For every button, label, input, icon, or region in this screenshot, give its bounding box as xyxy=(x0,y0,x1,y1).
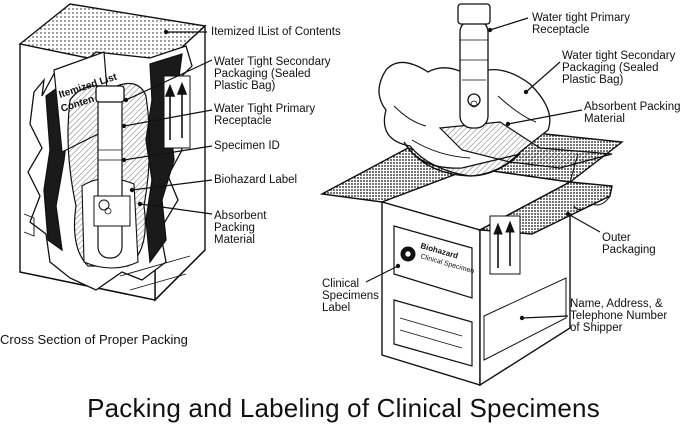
right-box-labels xyxy=(393,215,567,367)
label-biohazard: Biohazard Label xyxy=(214,174,298,186)
left-front-lines xyxy=(23,213,191,291)
label-absorbent-right: Absorbent Packing Material xyxy=(584,101,681,125)
label-secondary-packaging-left: Water Tight Secondary Packaging (Sealed … xyxy=(214,56,331,92)
label-secondary-packaging-right: Water tight Secondary Packaging (Sealed … xyxy=(562,50,676,86)
label-itemized-list: Itemized IList of Contents xyxy=(211,26,341,38)
label-primary-receptacle-right: Water tight Primary Receptacle xyxy=(532,12,630,36)
caption-cross-section: Cross Section of Proper Packing xyxy=(0,332,188,347)
orientation-arrows-left xyxy=(163,75,191,149)
leader-lines xyxy=(121,17,601,321)
primary-tube-right xyxy=(457,3,491,129)
label-shipper-info: Name, Address, & Telephone Number of Shi… xyxy=(570,298,668,334)
absorbent-pad-right xyxy=(438,121,613,169)
diagram-title: Packing and Labeling of Clinical Specime… xyxy=(87,393,600,423)
label-outer-packaging: Outer Packaging xyxy=(602,232,656,256)
label-clinical-specimens: Clinical Specimens Label xyxy=(322,278,379,314)
label-primary-receptacle-left: Water Tight Primary Receptacle xyxy=(214,103,316,127)
label-specimen-id: Specimen ID xyxy=(214,140,280,152)
label-absorbent-left: Absorbent Packing Material xyxy=(214,210,267,246)
